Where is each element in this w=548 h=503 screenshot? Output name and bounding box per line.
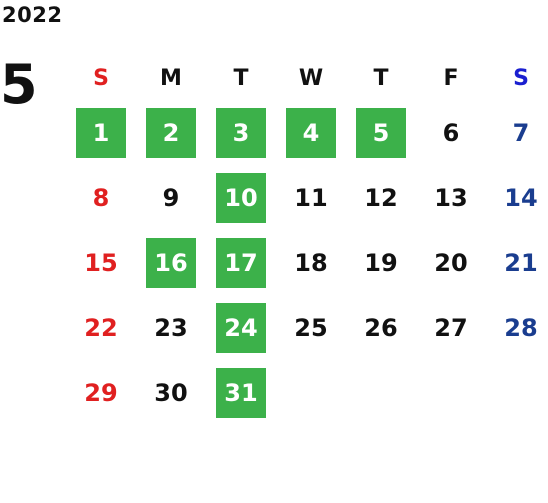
day-number: 22 [84, 313, 118, 342]
day-number: 7 [512, 118, 530, 147]
day-number: 6 [442, 118, 460, 147]
day-cell[interactable]: 25 [276, 295, 346, 360]
month-label: 5 [0, 53, 38, 116]
weekday-sunday: S [93, 66, 109, 91]
day-number: 11 [294, 183, 328, 212]
day-number: 20 [434, 248, 468, 277]
day-cell[interactable]: 14 [486, 165, 548, 230]
day-number: 15 [84, 248, 118, 277]
day-number: 31 [216, 367, 266, 418]
day-cell[interactable]: 29 [66, 360, 136, 425]
day-cell[interactable]: 11 [276, 165, 346, 230]
day-number: 4 [286, 107, 336, 158]
day-cell[interactable]: 8 [66, 165, 136, 230]
day-number: 28 [504, 313, 538, 342]
weekday-tuesday: T [233, 66, 249, 91]
day-cell[interactable]: 13 [416, 165, 486, 230]
day-number: 1 [76, 107, 126, 158]
day-cell[interactable]: 28 [486, 295, 548, 360]
day-cell[interactable]: 31 [206, 360, 276, 425]
day-number [426, 368, 476, 418]
day-cell[interactable]: 6 [416, 100, 486, 165]
day-number [286, 368, 336, 418]
day-cell[interactable]: 1 [66, 100, 136, 165]
day-number: 2 [146, 107, 196, 158]
day-number: 12 [364, 183, 398, 212]
day-cell[interactable]: 7 [486, 100, 548, 165]
day-number: 24 [216, 302, 266, 353]
day-cell[interactable]: 5 [346, 100, 416, 165]
day-cell[interactable]: 10 [206, 165, 276, 230]
week-row: 8 9 10 11 12 13 14 [66, 165, 548, 230]
week-row: 29 30 31 [66, 360, 548, 425]
year-label: 2022 [2, 3, 63, 27]
day-cell[interactable]: 3 [206, 100, 276, 165]
weekday-saturday: S [513, 66, 529, 91]
day-cell[interactable]: 15 [66, 230, 136, 295]
day-number: 26 [364, 313, 398, 342]
day-number [356, 368, 406, 418]
day-number: 23 [154, 313, 188, 342]
day-cell[interactable]: 18 [276, 230, 346, 295]
day-number: 29 [84, 378, 118, 407]
weekday-monday: M [160, 66, 182, 91]
day-cell[interactable]: 17 [206, 230, 276, 295]
empty-day-cell [346, 360, 416, 425]
day-number: 14 [504, 183, 538, 212]
day-cell[interactable]: 2 [136, 100, 206, 165]
day-cell[interactable]: 9 [136, 165, 206, 230]
day-number: 10 [216, 172, 266, 223]
day-cell[interactable]: 26 [346, 295, 416, 360]
day-number: 9 [162, 183, 180, 212]
weekday-thursday: T [373, 66, 389, 91]
empty-day-cell [486, 360, 548, 425]
day-number: 5 [356, 107, 406, 158]
day-cell[interactable]: 30 [136, 360, 206, 425]
day-number: 30 [154, 378, 188, 407]
day-number: 8 [92, 183, 110, 212]
day-cell[interactable]: 21 [486, 230, 548, 295]
day-cell[interactable]: 20 [416, 230, 486, 295]
day-number: 13 [434, 183, 468, 212]
week-row: 22 23 24 25 26 27 28 [66, 295, 548, 360]
day-cell[interactable]: 19 [346, 230, 416, 295]
day-number: 27 [434, 313, 468, 342]
day-cell[interactable]: 22 [66, 295, 136, 360]
day-number: 17 [216, 237, 266, 288]
day-number: 25 [294, 313, 328, 342]
empty-day-cell [276, 360, 346, 425]
day-number: 18 [294, 248, 328, 277]
empty-day-cell [416, 360, 486, 425]
day-cell[interactable]: 24 [206, 295, 276, 360]
day-cell[interactable]: 12 [346, 165, 416, 230]
day-cell[interactable]: 23 [136, 295, 206, 360]
weekday-wednesday: W [298, 66, 324, 91]
day-number: 21 [504, 248, 538, 277]
day-number: 3 [216, 107, 266, 158]
day-cell[interactable]: 27 [416, 295, 486, 360]
day-number: 19 [364, 248, 398, 277]
day-cell[interactable]: 16 [136, 230, 206, 295]
day-number [496, 368, 546, 418]
weekday-header-row: S M T W T F S [66, 62, 548, 100]
day-cell[interactable]: 4 [276, 100, 346, 165]
weekday-friday: F [443, 66, 459, 91]
week-row: 15 16 17 18 19 20 21 [66, 230, 548, 295]
day-number: 16 [146, 237, 196, 288]
